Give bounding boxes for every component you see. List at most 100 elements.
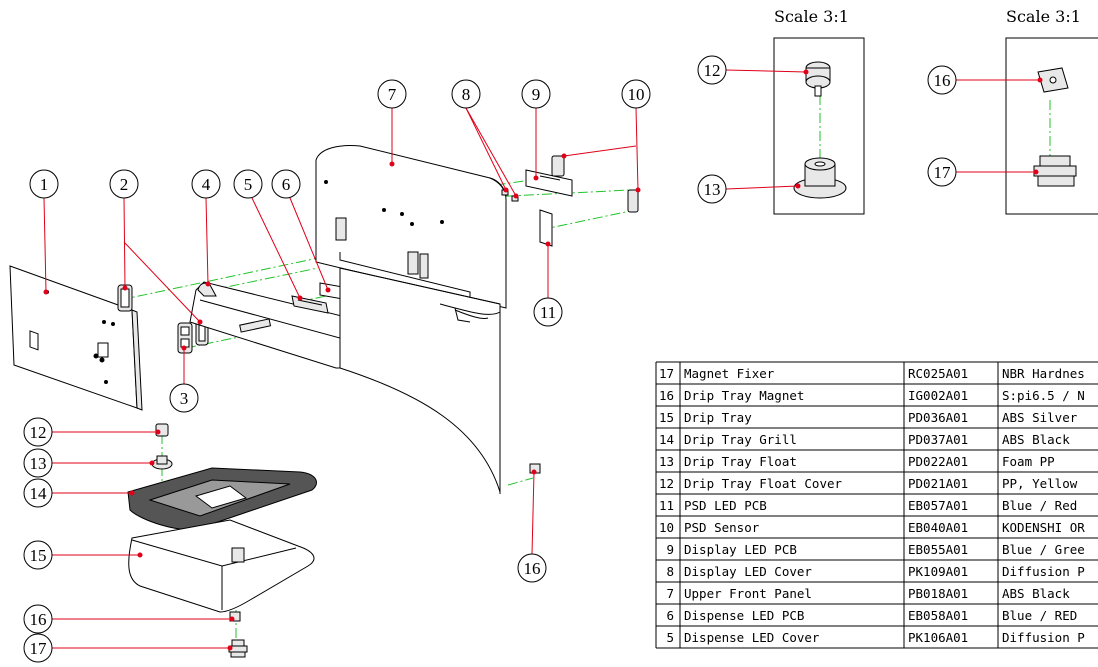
bom-cell-spec: ABS Silver	[1002, 410, 1078, 425]
svg-text:17: 17	[934, 163, 952, 182]
bom-cell-name: Display LED Cover	[684, 564, 812, 579]
bom-grid	[655, 361, 1098, 649]
svg-text:16: 16	[524, 559, 541, 578]
callouts: 1 2 3 4 5 6 7 8 9 10 11 12 13 14 15 16 1…	[23, 55, 957, 663]
bom-cell-no: 12	[659, 476, 674, 491]
callout-3: 3	[169, 383, 199, 413]
bom-cell-spec: Diffusion P	[1002, 564, 1085, 579]
bom-cell-code: PD021A01	[908, 476, 968, 491]
svg-text:1: 1	[40, 175, 49, 194]
callout-1: 1	[29, 169, 59, 199]
bom-cell-code: PD036A01	[908, 410, 968, 425]
part-16-drip-tray-magnet-right	[529, 463, 541, 474]
detail-callout-12: 12	[697, 55, 727, 85]
bom-cell-no: 7	[666, 586, 674, 601]
svg-text:10: 10	[628, 85, 645, 104]
detail-frame-1	[773, 37, 865, 215]
bom-cell-code: EB040A01	[908, 520, 968, 535]
bom-cell-name: Dispense LED Cover	[684, 630, 820, 645]
part-13-float	[151, 455, 173, 470]
bom-cell-code: EB057A01	[908, 498, 968, 513]
bom-row: 15 Drip Tray PD036A01 ABS Silver	[659, 410, 1078, 425]
bom-row: 8 Display LED Cover PK109A01 Diffusion P	[666, 564, 1084, 579]
part-12-float-cover	[155, 423, 169, 437]
bom-cell-no: 13	[659, 454, 674, 469]
callout-16-right: 16	[517, 553, 547, 583]
bom-cell-no: 10	[659, 520, 674, 535]
bom-cell-code: PB018A01	[908, 586, 968, 601]
detail-part-13	[793, 157, 847, 199]
bom-cell-name: Magnet Fixer	[684, 366, 775, 381]
detail-callout-17: 17	[927, 157, 957, 187]
callout-12: 12	[23, 417, 53, 447]
bom-cell-spec: S:pi6.5 / N	[1002, 388, 1085, 403]
callout-14: 14	[23, 478, 53, 508]
callout-4: 4	[191, 169, 221, 199]
detail-part-16	[1037, 67, 1069, 93]
svg-text:6: 6	[282, 175, 291, 194]
bom-cell-code: EB058A01	[908, 608, 968, 623]
svg-text:17: 17	[30, 639, 48, 658]
part-10-psd-sensor	[551, 155, 639, 213]
bom-cell-no: 9	[666, 542, 674, 557]
bom-cell-no: 15	[659, 410, 674, 425]
svg-text:14: 14	[30, 484, 48, 503]
bom-cell-code: PK106A01	[908, 630, 968, 645]
bom-cell-spec: KODENSHI OR	[1002, 520, 1085, 535]
bom-cell-spec: ABS Black	[1002, 586, 1070, 601]
detail-callout-16: 16	[927, 65, 957, 95]
bom-cell-no: 16	[659, 388, 674, 403]
detail-part-12	[805, 61, 831, 97]
part-15-drip-tray	[128, 519, 315, 613]
bom-cell-name: Drip Tray Grill	[684, 432, 797, 447]
bom-cell-code: PD022A01	[908, 454, 968, 469]
part-7-upper-front-panel	[315, 145, 507, 494]
bom-cell-code: PK109A01	[908, 564, 968, 579]
callout-16: 16	[23, 604, 53, 634]
detail-callout-13: 13	[697, 174, 727, 204]
svg-text:2: 2	[120, 175, 129, 194]
bom-cell-spec: Blue / Gree	[1002, 542, 1085, 557]
part-11-psd-led-pcb	[539, 209, 553, 247]
leader-lines	[43, 69, 1043, 651]
svg-text:16: 16	[934, 71, 951, 90]
part-9-display-led-pcb	[525, 169, 573, 197]
callout-13: 13	[23, 448, 53, 478]
callout-5: 5	[233, 169, 263, 199]
bom-cell-code: PD037A01	[908, 432, 968, 447]
callout-8: 8	[451, 79, 481, 109]
bom-cell-code: EB055A01	[908, 542, 968, 557]
detail-view-float: Scale 3:1	[773, 7, 865, 215]
bom-cell-code: IG002A01	[908, 388, 968, 403]
svg-text:15: 15	[30, 546, 47, 565]
bom-cell-no: 6	[666, 608, 674, 623]
svg-text:9: 9	[532, 85, 541, 104]
svg-text:12: 12	[704, 61, 721, 80]
callout-9: 9	[521, 79, 551, 109]
svg-text:12: 12	[30, 423, 47, 442]
bom-cell-name: Drip Tray	[684, 410, 752, 425]
bom-cell-name: Display LED PCB	[684, 542, 797, 557]
bom-cell-no: 5	[666, 630, 674, 645]
bom-cell-name: Drip Tray Float	[684, 454, 797, 469]
svg-text:11: 11	[540, 303, 556, 322]
bom-cell-no: 8	[666, 564, 674, 579]
callout-10: 10	[621, 79, 651, 109]
detail-part-17	[1033, 155, 1077, 187]
svg-text:13: 13	[704, 180, 721, 199]
bom-cell-no: 14	[659, 432, 674, 447]
svg-text:16: 16	[30, 610, 47, 629]
detail-frame-2	[1005, 37, 1098, 215]
bom-row: 9 Display LED PCB EB055A01 Blue / Gree	[666, 542, 1084, 557]
scale-label-2: Scale 3:1	[1006, 7, 1081, 26]
